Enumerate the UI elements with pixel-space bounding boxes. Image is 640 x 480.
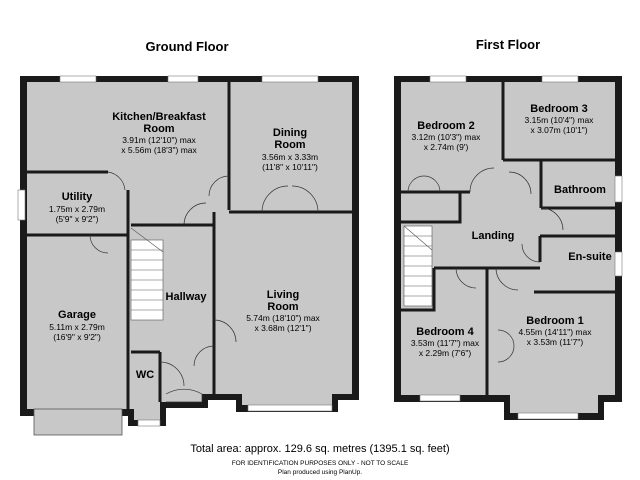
door-kitchen-hall bbox=[183, 202, 207, 226]
ground-floor-interior bbox=[27, 82, 352, 420]
hallway-name: Hallway bbox=[166, 291, 208, 303]
kitchen-name-line1: Kitchen/Breakfast bbox=[112, 111, 206, 123]
bedroom1-name: Bedroom 1 bbox=[526, 315, 583, 327]
window-bed2 bbox=[429, 75, 467, 83]
total-area: Total area: approx. 129.6 sq. metres (13… bbox=[190, 443, 449, 455]
window-bed3 bbox=[541, 75, 579, 83]
door-bathroom bbox=[540, 207, 564, 231]
door-utility-garage bbox=[89, 234, 109, 254]
door-bed3 bbox=[508, 171, 532, 195]
door-bed1-wardrobe bbox=[497, 329, 515, 363]
kitchen-name-line2: Room bbox=[143, 123, 174, 135]
bathroom-name: Bathroom bbox=[554, 184, 606, 196]
bedroom4-dim-1: 3.53m (11'7") max bbox=[411, 338, 480, 348]
window-utility bbox=[17, 189, 26, 221]
partition-bed4-top bbox=[401, 268, 436, 312]
utility-dim-2: (5'9" x 9'2") bbox=[56, 214, 99, 224]
garage-dim-2: (16'9" x 9'2") bbox=[53, 332, 101, 342]
door-bed2 bbox=[469, 167, 495, 193]
dining-name-line1: Dining bbox=[273, 127, 307, 139]
bedroom3-dim-1: 3.15m (10'4") max bbox=[525, 115, 595, 125]
living-dim-2: x 3.68m (12'1") bbox=[254, 323, 311, 333]
kitchen-dim-1: 3.91m (12'10") max bbox=[122, 135, 196, 145]
bedroom3-name: Bedroom 3 bbox=[530, 103, 587, 115]
window-wc bbox=[137, 419, 161, 427]
bedroom3-dim-2: x 3.07m (10'1") bbox=[530, 125, 587, 135]
living-dim-1: 5.74m (18'10") max bbox=[246, 313, 320, 323]
first-floor-stairs bbox=[403, 225, 433, 307]
window-bathroom bbox=[614, 175, 623, 203]
utility-dim-1: 1.75m x 2.79m bbox=[49, 204, 105, 214]
door-bed4 bbox=[455, 267, 477, 289]
dining-dim-1: 3.56m x 3.33m bbox=[262, 152, 318, 162]
door-dining-french bbox=[261, 185, 319, 213]
window-dining bbox=[261, 75, 319, 83]
landing-name: Landing bbox=[472, 230, 515, 242]
utility-name: Utility bbox=[62, 191, 93, 203]
ground-floor-title: Ground Floor bbox=[145, 39, 228, 54]
window-bed4 bbox=[419, 394, 461, 402]
bedroom1-dim-2: x 3.53m (11'7") bbox=[527, 337, 584, 347]
partition-cupboard bbox=[401, 192, 462, 224]
ground-floor-stairs bbox=[130, 227, 164, 321]
kitchen-dim-2: x 5.56m (18'3") max bbox=[121, 145, 197, 155]
dining-dim-2: (11'8" x 10'11") bbox=[262, 162, 318, 172]
dining-name-line2: Room bbox=[274, 139, 305, 151]
door-wc bbox=[159, 361, 185, 387]
window-living bbox=[247, 404, 333, 412]
ensuite-name: En-suite bbox=[568, 251, 611, 263]
first-floor-plan: Bedroom 2 3.12m (10'3") max x 2.74m (9')… bbox=[394, 75, 623, 420]
door-bed1 bbox=[495, 267, 519, 291]
garage-door bbox=[33, 408, 123, 436]
credit: Plan produced using PlanUp. bbox=[278, 469, 362, 476]
door-hallway-lower bbox=[193, 345, 215, 367]
door-utility-kitchen bbox=[107, 171, 126, 191]
door-bed2-wardrobe bbox=[407, 175, 441, 193]
bedroom2-dim-2: x 2.74m (9') bbox=[424, 142, 469, 152]
first-floor-interior bbox=[401, 82, 615, 413]
living-name-line1: Living bbox=[267, 289, 299, 301]
garage-dim-1: 5.11m x 2.79m bbox=[49, 322, 105, 332]
window-kitchen-1 bbox=[59, 75, 97, 83]
disclaimer: FOR IDENTIFICATION PURPOSES ONLY - NOT T… bbox=[232, 460, 409, 467]
first-floor-title: First Floor bbox=[476, 37, 540, 52]
door-dining-side bbox=[208, 175, 230, 197]
door-living bbox=[213, 319, 237, 343]
bedroom1-dim-1: 4.55m (14'11") max bbox=[519, 327, 593, 337]
bedroom4-name: Bedroom 4 bbox=[416, 326, 474, 338]
living-name-line2: Room bbox=[267, 301, 298, 313]
door-ensuite bbox=[521, 243, 541, 263]
door-front bbox=[165, 388, 203, 403]
garage-name: Garage bbox=[58, 309, 96, 321]
bedroom2-dim-1: 3.12m (10'3") max bbox=[412, 132, 482, 142]
window-kitchen-2 bbox=[167, 75, 199, 83]
wc-name: WC bbox=[136, 369, 154, 381]
window-bed1 bbox=[517, 412, 579, 420]
bedroom2-name: Bedroom 2 bbox=[417, 120, 474, 132]
window-ensuite bbox=[614, 251, 623, 277]
ground-floor-plan: Kitchen/Breakfast Room 3.91m (12'10") ma… bbox=[17, 75, 359, 436]
bedroom4-dim-2: x 2.29m (7'6") bbox=[419, 348, 472, 358]
